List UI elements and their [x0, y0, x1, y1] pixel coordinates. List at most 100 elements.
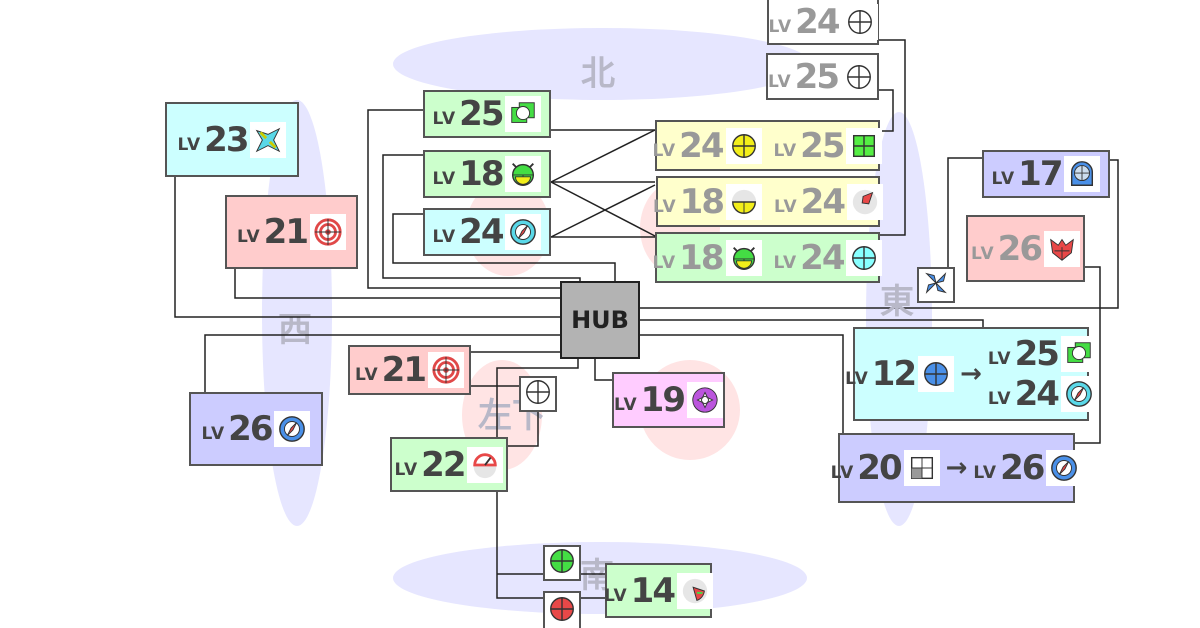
- quarter-icon: [903, 450, 940, 486]
- level-number: 17: [1018, 154, 1063, 194]
- level-node-ng24[interactable]: LV 24: [767, 0, 879, 45]
- upgrade-node-n12[interactable]: LV 12 → LV 25 LV 24: [845, 327, 1097, 421]
- level-entry: LV 18: [653, 237, 762, 278]
- level-entry: LV 26: [202, 411, 311, 447]
- level-prefix: LV: [830, 463, 855, 483]
- level-number: 25: [800, 125, 845, 166]
- level-number: 26: [1000, 448, 1045, 488]
- crosshair-icon: [523, 377, 553, 411]
- level-prefix: LV: [845, 369, 869, 389]
- level-entry: LV 24: [433, 214, 542, 250]
- item-s-windmill[interactable]: [917, 267, 955, 303]
- compass-icon: [1046, 450, 1083, 486]
- level-number: 20: [857, 448, 902, 488]
- level-node-n23[interactable]: LV 23: [165, 102, 299, 177]
- level-number: 24: [459, 212, 504, 252]
- item-s-red[interactable]: [543, 591, 581, 628]
- label-north: 北: [581, 54, 615, 94]
- level-entry: LV 24: [774, 181, 883, 222]
- level-prefix: LV: [991, 169, 1016, 189]
- level-node-ny2[interactable]: LV 18 LV 24: [653, 176, 883, 227]
- level-node-n24c[interactable]: LV 24: [423, 208, 551, 256]
- level-entry: LV 20: [831, 450, 940, 486]
- item-s-cross[interactable]: [519, 376, 557, 412]
- half-circle-icon: [726, 183, 762, 220]
- level-prefix: LV: [987, 349, 1012, 369]
- level-number: 24: [795, 1, 840, 42]
- level-prefix: LV: [652, 140, 677, 161]
- level-entry: LV 17: [992, 156, 1101, 192]
- region-south: [393, 542, 807, 614]
- level-prefix: LV: [432, 169, 457, 189]
- level-entry: LV 24: [652, 125, 762, 166]
- level-entry: LV 25: [433, 96, 542, 132]
- level-number: 25: [1014, 334, 1060, 374]
- compass-icon: [505, 214, 542, 250]
- level-node-ngw[interactable]: LV 18 LV 24: [653, 232, 883, 283]
- squares-icon: [505, 96, 542, 132]
- level-prefix: LV: [653, 196, 677, 217]
- level-number: 19: [640, 380, 686, 420]
- level-prefix: LV: [987, 389, 1012, 409]
- level-entry: LV 18: [653, 183, 762, 220]
- item-s-green[interactable]: [543, 545, 581, 581]
- level-number: 22: [421, 444, 466, 485]
- level-number: 18: [679, 237, 724, 278]
- shard-icon: [846, 183, 883, 220]
- level-number: 24: [800, 181, 846, 222]
- cat-face-icon: [725, 239, 762, 276]
- level-node-n18g[interactable]: LV 18: [423, 150, 551, 198]
- arrow-right-icon: →: [960, 359, 982, 389]
- level-prefix: LV: [773, 140, 798, 161]
- level-entry: LV 25: [773, 125, 883, 166]
- level-prefix: LV: [971, 243, 995, 264]
- level-entry: LV 24: [988, 376, 1097, 412]
- level-entry: LV 25: [988, 336, 1097, 372]
- level-number: 18: [459, 154, 504, 194]
- level-node-n21a[interactable]: LV 21: [225, 195, 358, 269]
- level-prefix: LV: [774, 196, 798, 217]
- level-node-n21b[interactable]: LV 21: [348, 345, 471, 395]
- level-entry: LV 26: [973, 448, 1083, 488]
- level-prefix: LV: [773, 252, 798, 273]
- level-prefix: LV: [237, 227, 261, 247]
- level-node-ng25[interactable]: LV 25: [766, 53, 879, 100]
- level-prefix: LV: [201, 424, 226, 444]
- star-shard-icon: [250, 121, 287, 158]
- level-prefix: LV: [768, 71, 792, 92]
- level-entry: LV 19: [614, 382, 723, 418]
- globe-icon: [1064, 156, 1101, 192]
- level-node-n14[interactable]: LV 14: [604, 563, 713, 618]
- level-prefix: LV: [432, 227, 457, 247]
- compass-icon: [1060, 376, 1097, 412]
- level-node-n25g[interactable]: LV 25: [423, 90, 551, 138]
- level-entry: LV 14: [604, 570, 713, 611]
- level-entry: LV 21: [237, 214, 346, 250]
- flower-icon: [686, 382, 723, 418]
- level-number: 25: [459, 94, 504, 134]
- windmill-icon: [921, 268, 951, 302]
- level-node-n22[interactable]: LV 22: [390, 437, 508, 492]
- level-node-n17[interactable]: LV 17: [982, 150, 1110, 198]
- hub-node[interactable]: HUB: [560, 281, 640, 359]
- level-prefix: LV: [355, 365, 379, 385]
- level-node-n26p[interactable]: LV 26: [966, 215, 1085, 282]
- level-number: 21: [381, 350, 427, 390]
- level-node-n19[interactable]: LV 19: [612, 372, 725, 428]
- crosshair-icon: [547, 546, 577, 580]
- level-node-n26l[interactable]: LV 26: [189, 392, 323, 466]
- crosshair-icon: [725, 127, 762, 164]
- upgrade-node-n20[interactable]: LV 20 → LV 26: [831, 433, 1083, 503]
- level-entry: LV 12: [845, 356, 955, 392]
- level-number: 24: [679, 125, 724, 166]
- gauge-icon: [467, 446, 504, 483]
- target-icon: [309, 214, 346, 250]
- level-prefix: LV: [973, 463, 998, 483]
- level-entry: LV 23: [178, 121, 287, 158]
- compass-icon: [274, 411, 311, 447]
- level-number: 14: [630, 570, 676, 611]
- level-node-ny1[interactable]: LV 24 LV 25: [652, 120, 883, 171]
- level-number: 24: [1014, 374, 1060, 414]
